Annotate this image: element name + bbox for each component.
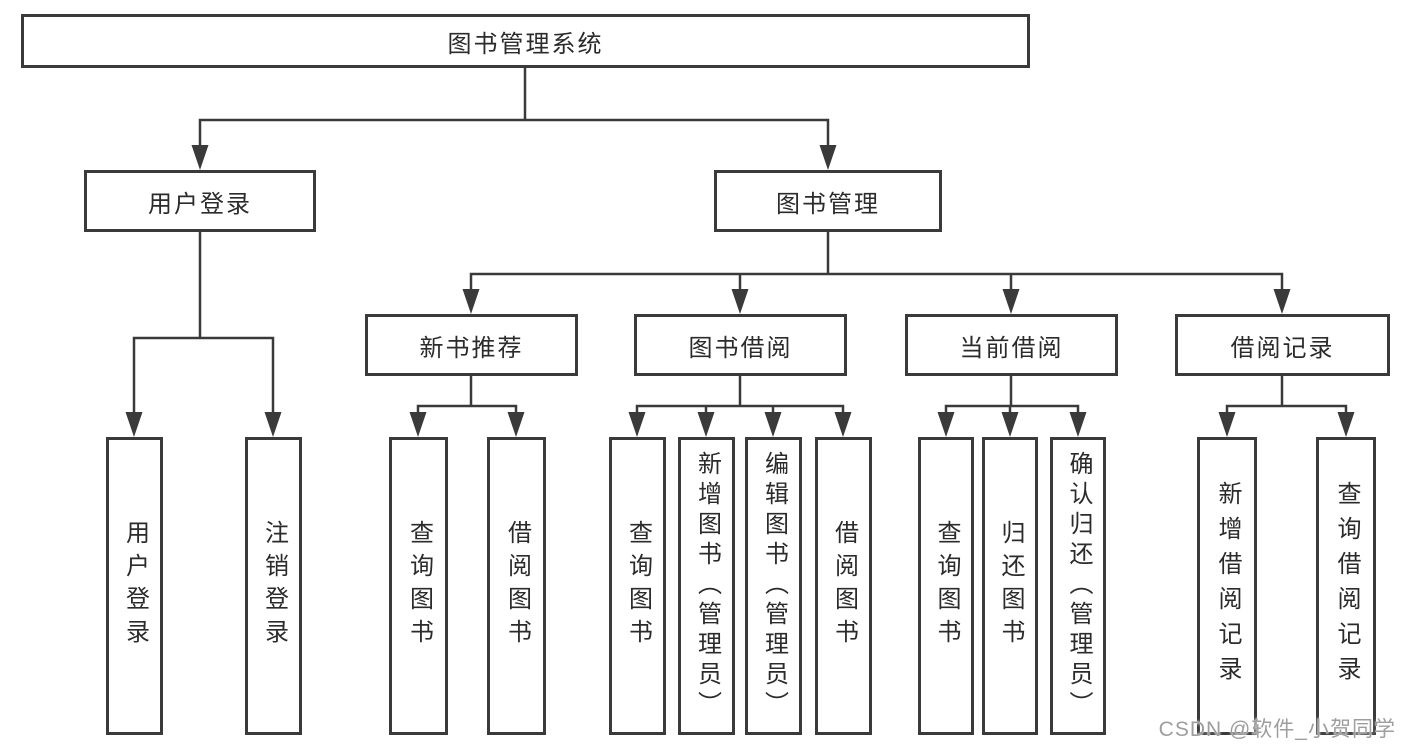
csdn-watermark: CSDN @软件_小贺同学 [1158,718,1396,741]
leaf-query-books-recommend: 查询图书 [389,437,448,735]
leaf-logout: 注销登录 [245,437,302,735]
node-user-login-label: 用户登录 [148,190,252,218]
leaf-query-borrow-record: 查询借阅记录 [1316,437,1376,735]
node-book-management-label: 图书管理 [776,190,880,218]
leaf-borrow-books-recommend-label: 借阅图书 [503,520,531,652]
node-current-borrowing-label: 当前借阅 [959,334,1064,362]
node-book-borrowing: 图书借阅 [634,314,847,376]
leaf-add-book-admin: 新增图书（管理员） [678,437,735,735]
node-book-borrowing-label: 图书借阅 [688,334,793,362]
leaf-logout-label: 注销登录 [260,520,288,652]
node-library-system: 图书管理系统 [21,14,1030,68]
leaf-borrow-books-recommend: 借阅图书 [487,437,546,735]
leaf-add-borrow-record: 新增借阅记录 [1197,437,1257,735]
leaf-edit-book-admin-label: 编辑图书（管理员） [760,451,788,721]
leaf-borrow-books-borrowing-label: 借阅图书 [830,520,858,652]
leaf-user-login: 用户登录 [106,437,163,735]
node-new-book-recommendation-label: 新书推荐 [419,334,524,362]
leaf-add-book-admin-label: 新增图书（管理员） [693,451,721,721]
leaf-edit-book-admin: 编辑图书（管理员） [745,437,802,735]
leaf-add-borrow-record-label: 新增借阅记录 [1214,481,1241,691]
leaf-borrow-books-borrowing: 借阅图书 [815,437,872,735]
node-borrowing-records-label: 借阅记录 [1230,334,1335,362]
node-library-system-label: 图书管理系统 [447,30,604,58]
node-book-management: 图书管理 [714,170,942,232]
node-user-login: 用户登录 [84,170,316,232]
leaf-query-books-borrowing: 查询图书 [609,437,666,735]
leaf-query-books-recommend-label: 查询图书 [405,520,433,652]
node-current-borrowing: 当前借阅 [905,314,1118,376]
leaf-confirm-return-admin: 确认归还（管理员） [1050,437,1106,735]
leaf-query-books-current-label: 查询图书 [933,520,960,652]
node-new-book-recommendation: 新书推荐 [365,314,578,376]
leaf-query-books-borrowing-label: 查询图书 [624,520,652,652]
leaf-confirm-return-admin-label: 确认归还（管理员） [1065,451,1092,721]
leaf-user-login-label: 用户登录 [121,520,149,652]
leaf-query-books-current: 查询图书 [918,437,974,735]
leaf-return-books: 归还图书 [982,437,1038,735]
leaf-query-borrow-record-label: 查询借阅记录 [1333,481,1360,691]
leaf-return-books-label: 归还图书 [997,520,1024,652]
node-borrowing-records: 借阅记录 [1175,314,1390,376]
